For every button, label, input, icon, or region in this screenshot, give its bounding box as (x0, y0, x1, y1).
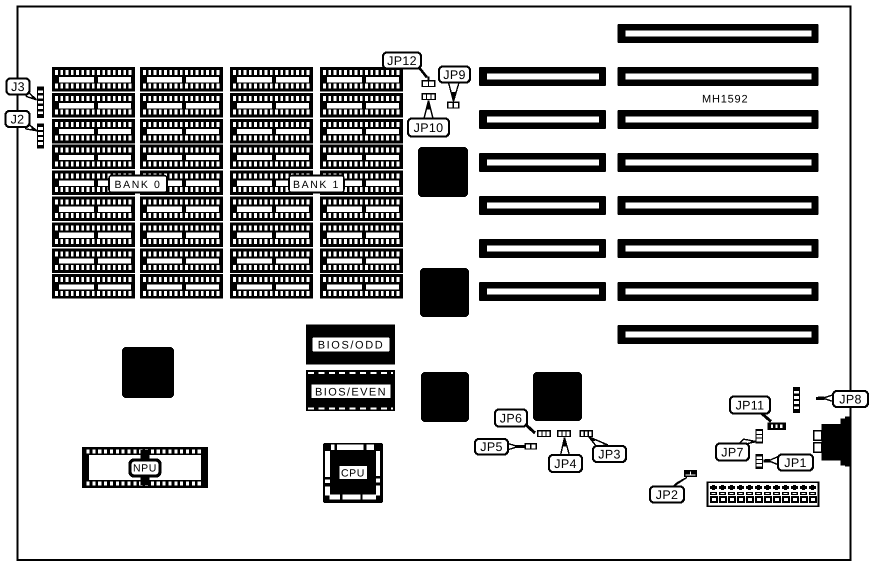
svg-text:BIOS/ODD: BIOS/ODD (318, 340, 385, 352)
svg-text:JP11: JP11 (736, 398, 765, 412)
svg-text:J3: J3 (11, 80, 25, 94)
svg-text:CPU: CPU (341, 467, 365, 479)
svg-text:NPU: NPU (133, 462, 157, 474)
svg-text:BANK 0: BANK 0 (115, 179, 162, 191)
svg-text:JP9: JP9 (443, 68, 465, 82)
svg-text:JP6: JP6 (500, 411, 522, 425)
svg-text:JP1: JP1 (784, 456, 806, 470)
svg-text:JP10: JP10 (414, 121, 444, 135)
svg-text:JP4: JP4 (554, 457, 576, 471)
svg-text:JP12: JP12 (387, 54, 417, 68)
svg-text:JP8: JP8 (839, 392, 861, 406)
svg-text:JP5: JP5 (480, 440, 502, 454)
svg-text:BANK 1: BANK 1 (293, 179, 340, 191)
svg-text:J2: J2 (11, 112, 25, 126)
svg-text:JP3: JP3 (598, 447, 620, 461)
svg-text:MH1592: MH1592 (702, 94, 748, 106)
svg-text:JP7: JP7 (721, 445, 743, 459)
svg-text:JP2: JP2 (656, 488, 678, 502)
svg-text:BIOS/EVEN: BIOS/EVEN (315, 387, 387, 399)
